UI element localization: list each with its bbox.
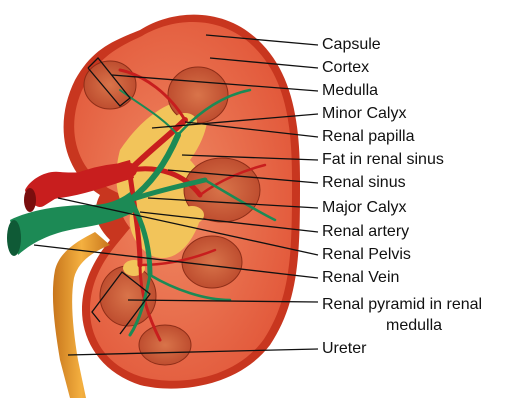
renal-vein-opening [7, 220, 21, 256]
label-renal-papilla: Renal papilla [322, 128, 415, 146]
renal-pyramid-6 [139, 325, 191, 365]
renal-pyramid-1 [84, 61, 136, 109]
label-renal-artery: Renal artery [322, 223, 409, 241]
label-capsule: Capsule [322, 36, 381, 54]
label-renal-pyramid: Renal pyramid in renal medulla [322, 294, 506, 336]
label-medulla: Medulla [322, 82, 378, 100]
label-fat-in-renal-sinus: Fat in renal sinus [322, 151, 444, 169]
renal-pyramid-4 [182, 236, 242, 288]
label-renal-pelvis: Renal Pelvis [322, 246, 411, 264]
label-renal-sinus: Renal sinus [322, 174, 406, 192]
label-renal-pyramid-line2: medulla [322, 315, 506, 336]
label-cortex: Cortex [322, 59, 369, 77]
label-renal-pyramid-line1: Renal pyramid in renal [322, 294, 506, 315]
label-ureter: Ureter [322, 340, 366, 358]
minor-calyx-2 [180, 206, 204, 224]
label-renal-vein: Renal Vein [322, 269, 399, 287]
renal-artery-opening [24, 188, 36, 212]
label-major-calyx: Major Calyx [322, 199, 406, 217]
label-minor-calyx: Minor Calyx [322, 105, 406, 123]
